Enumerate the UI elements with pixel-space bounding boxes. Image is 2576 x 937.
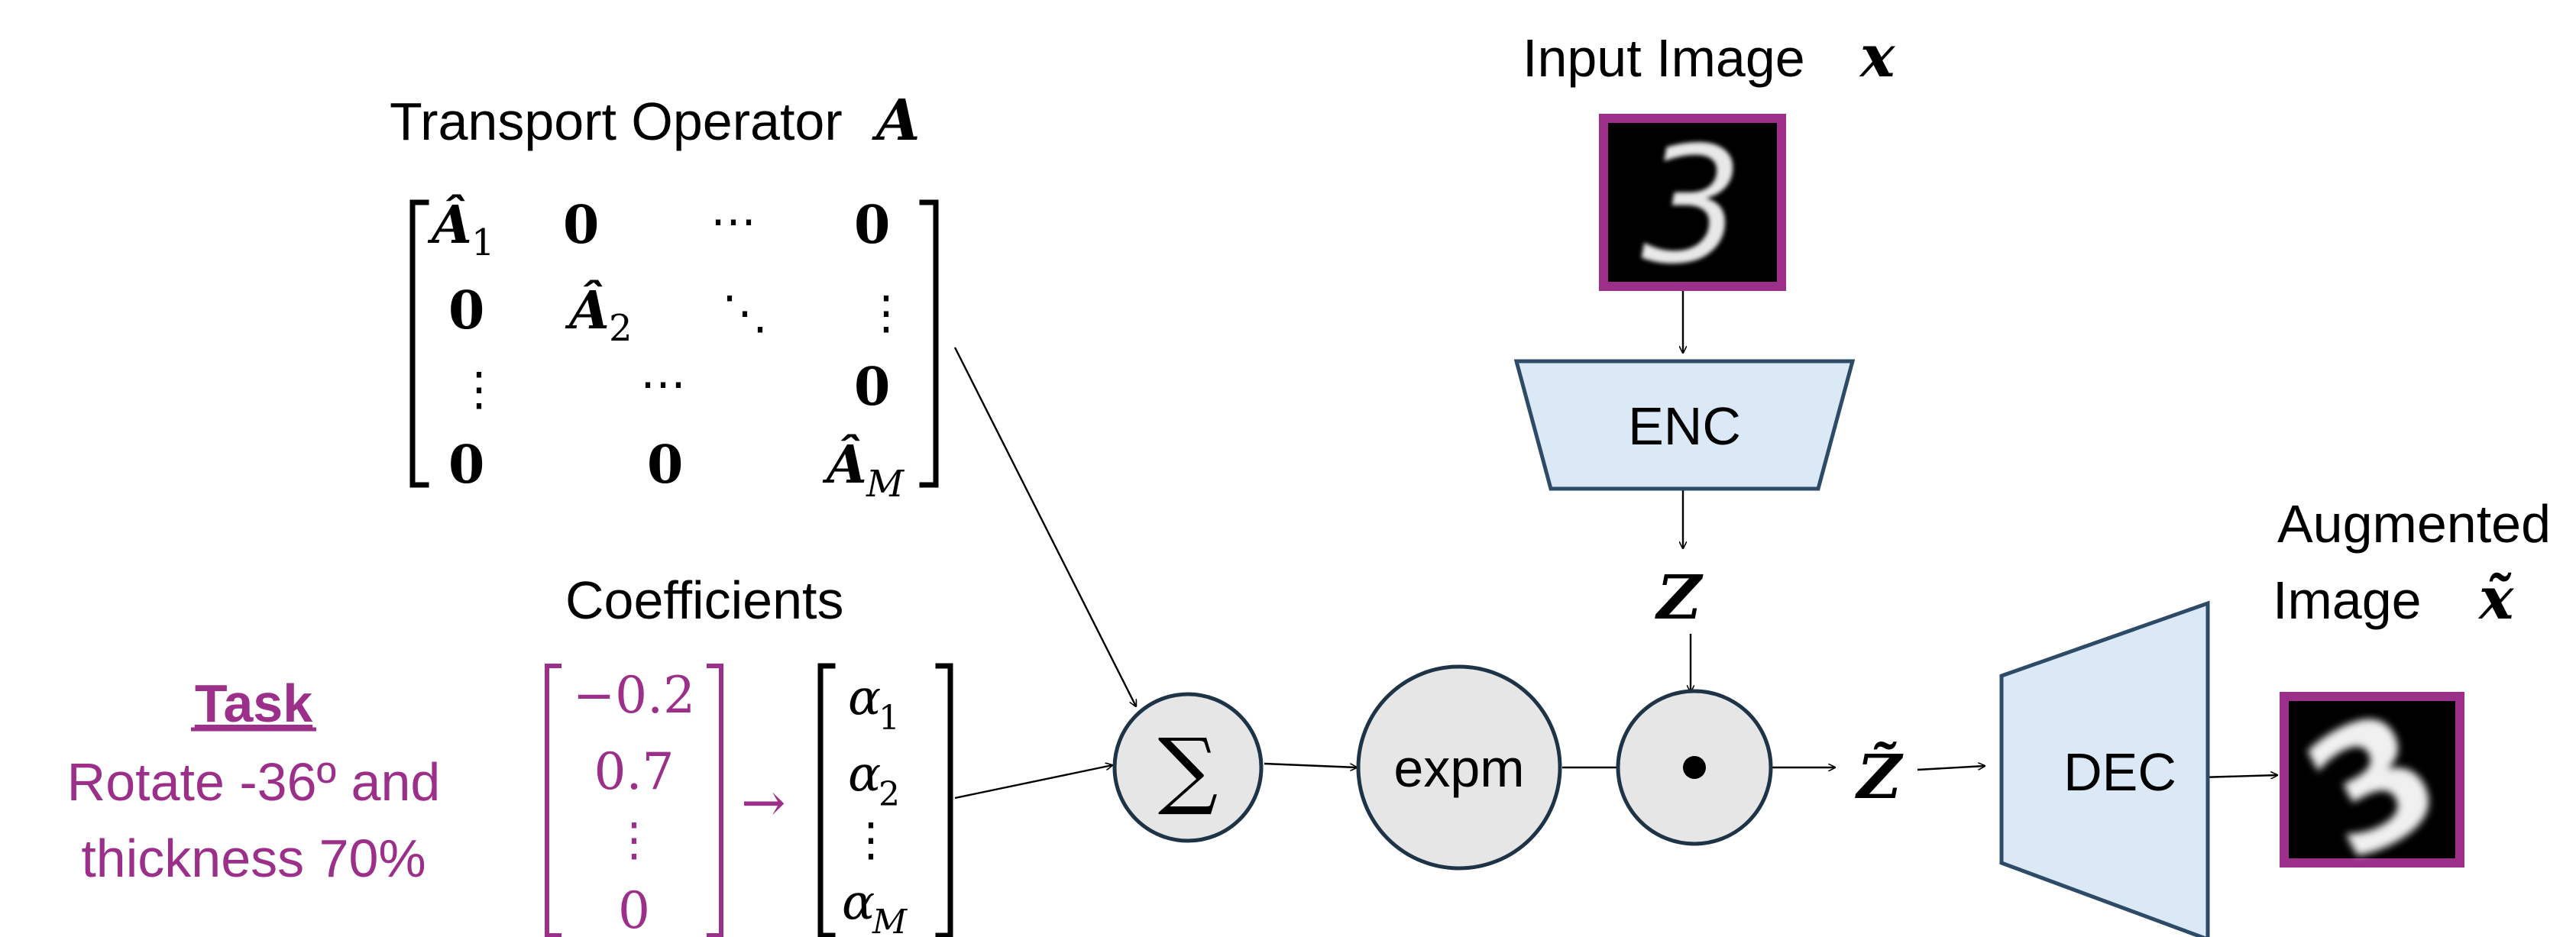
matrix-zero: 0 bbox=[448, 435, 484, 496]
coefficients-block: Coefficients −0.2 0.7 ⋮ 0 → α 1 α 2 ⋮ α … bbox=[545, 570, 953, 937]
alpha-symbol: α bbox=[848, 670, 881, 726]
alpha-subscript: 2 bbox=[879, 775, 900, 814]
output-image-symbol: x̃ bbox=[2477, 564, 2515, 632]
matrix-zero: 0 bbox=[854, 357, 890, 418]
input-image-frame bbox=[1599, 114, 1786, 291]
transport-operator-symbol: A bbox=[872, 88, 920, 153]
sum-symbol: ∑ bbox=[1158, 720, 1218, 818]
operator-to-sum-arrow bbox=[953, 347, 1136, 706]
input-image-label: Input Image bbox=[1523, 28, 1805, 88]
connectors bbox=[953, 290, 2277, 800]
coef-vector-left-bracket bbox=[545, 664, 561, 937]
expm-circle bbox=[1356, 664, 1562, 871]
matrix-subscript: M bbox=[866, 463, 905, 506]
matrix-vdots: ⋮ bbox=[456, 363, 502, 416]
alpha-subscript: M bbox=[872, 903, 908, 937]
latent-z: Z bbox=[1655, 561, 1704, 633]
task-heading: Task bbox=[195, 674, 312, 733]
alpha-to-sum-arrow bbox=[954, 765, 1112, 800]
task-line-1: Rotate -36º and bbox=[67, 752, 441, 812]
matrix-subscript: 1 bbox=[471, 221, 495, 264]
coef-value: 0.7 bbox=[594, 742, 675, 801]
coefficients-title: Coefficients bbox=[565, 570, 843, 630]
matrix-zero: 0 bbox=[854, 195, 890, 256]
sum-circle bbox=[1112, 692, 1264, 843]
dec-to-output-arrow bbox=[2199, 775, 2277, 777]
alpha-subscript: 1 bbox=[879, 699, 900, 738]
ztilde-to-dec-arrow bbox=[1917, 766, 1985, 771]
matrix-right-bracket bbox=[919, 199, 939, 488]
sum-node: ∑ bbox=[1112, 692, 1264, 843]
encoder-block: ENC bbox=[1513, 359, 1856, 491]
matrix-ddots: ⋱ bbox=[722, 286, 768, 340]
matrix-vdots: ⋮ bbox=[863, 286, 909, 340]
output-label-line-1: Augmented bbox=[2277, 494, 2551, 554]
task-block: Task Rotate -36º and thickness 70% bbox=[67, 674, 441, 888]
alpha-symbol: α bbox=[848, 746, 881, 803]
coef-value: 0 bbox=[618, 881, 650, 937]
matrix-a-hat: Â bbox=[565, 280, 610, 341]
encoder-trapezoid bbox=[1513, 359, 1856, 491]
output-image-frame bbox=[2280, 692, 2464, 868]
matrix-hdots: ⋯ bbox=[640, 357, 686, 411]
input-image-symbol: x bbox=[1859, 22, 1896, 90]
matrix-zero: 0 bbox=[647, 435, 683, 496]
expm-node: expm bbox=[1356, 664, 1562, 871]
alpha-symbol: α bbox=[842, 874, 875, 931]
decoder-trapezoid bbox=[1999, 600, 2210, 937]
matrix-a-hat: Â bbox=[822, 435, 867, 496]
output-image-block: Augmented Image x̃ 3 bbox=[2273, 494, 2551, 899]
matrix-a-hat: Â bbox=[427, 195, 472, 256]
coef-vector-right-bracket bbox=[707, 664, 723, 937]
matrix-left-bracket bbox=[409, 199, 429, 488]
sum-to-expm-arrow bbox=[1264, 762, 1357, 767]
alpha-vector-right-bracket bbox=[935, 663, 953, 937]
transport-operator-block: Transport Operator A Â 1 0 ⋯ 0 0 Â 2 ⋱ ⋮… bbox=[390, 88, 939, 506]
multiply-node bbox=[1616, 689, 1773, 846]
coef-arrow: → bbox=[741, 771, 786, 834]
alpha-vector-left-bracket bbox=[817, 663, 836, 937]
input-image-block: Input Image x 3 bbox=[1523, 22, 1896, 299]
coef-value: −0.2 bbox=[573, 666, 695, 725]
decoder-block: DEC bbox=[1999, 600, 2210, 937]
coef-value: ⋮ bbox=[611, 813, 657, 867]
matrix-zero: 0 bbox=[448, 280, 484, 341]
matrix-zero: 0 bbox=[563, 195, 599, 256]
matrix-hdots: ⋯ bbox=[710, 195, 756, 248]
multiply-dot bbox=[1683, 756, 1706, 779]
output-label-line-2: Image bbox=[2273, 570, 2422, 630]
matrix-subscript: 2 bbox=[609, 307, 633, 350]
decoder-label: DEC bbox=[2063, 742, 2176, 802]
transport-operator-title: Transport Operator bbox=[390, 92, 843, 151]
input-digit: 3 bbox=[1641, 112, 1743, 299]
expm-label: expm bbox=[1393, 738, 1524, 798]
encoder-label: ENC bbox=[1628, 396, 1741, 456]
alpha-vdots: ⋮ bbox=[848, 813, 894, 867]
task-line-2: thickness 70% bbox=[81, 829, 426, 888]
latent-z-tilde: Z̃ bbox=[1855, 740, 1904, 813]
